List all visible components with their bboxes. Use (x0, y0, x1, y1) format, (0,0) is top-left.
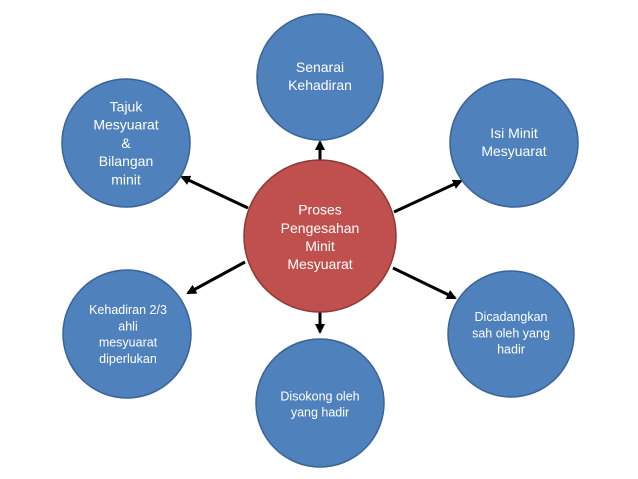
node-label-line: Isi Minit (490, 125, 538, 141)
node-label-line: Proses (298, 202, 342, 218)
node-kehadiran-2-3: Kehadiran 2/3 ahli mesyuarat diperlukan (62, 269, 192, 399)
node-label-dicadangkan-sah: Dicadangkan sah oleh yang hadir (472, 310, 550, 357)
node-label-line: Minit (305, 238, 335, 254)
node-label-line: Kehadiran 2/3 (89, 303, 167, 317)
node-label-line: & (121, 135, 131, 151)
node-label-line: Kehadiran (288, 77, 352, 93)
node-label-line: Disokong oleh (280, 389, 359, 403)
node-disokong-oleh: Disokong oleh yang hadir (255, 338, 385, 468)
arrow-to-tajuk-mesyuarat (180, 175, 249, 210)
node-label-line: minit (111, 171, 141, 187)
node-label-line: yang hadir (291, 406, 349, 420)
node-label-line: mesyuarat (99, 336, 158, 350)
arrow-to-isi-minit-mesyuarat (393, 179, 463, 214)
node-label-line: sah oleh yang (472, 326, 550, 340)
node-label-kehadiran-2-3: Kehadiran 2/3 ahli mesyuarat diperlukan (89, 303, 167, 366)
node-label-line: ahli (118, 319, 137, 333)
node-label-line: Dicadangkan (475, 310, 548, 324)
node-label-line: diperlukan (99, 352, 157, 366)
node-label-line: Pengesahan (281, 220, 360, 236)
node-label-line: Mesyuarat (481, 143, 546, 159)
node-label-line: hadir (497, 343, 525, 357)
arrow-to-kehadiran-2-3 (186, 260, 246, 295)
node-label-disokong-oleh: Disokong oleh yang hadir (280, 389, 359, 419)
node-label-line: Mesyuarat (93, 117, 158, 133)
node-label-line: Bilangan (99, 153, 154, 169)
connector-arrows (180, 140, 463, 334)
arrow-to-dicadangkan-sah (392, 266, 457, 300)
node-label-line: Mesyuarat (287, 256, 352, 272)
node-label-line: Tajuk (110, 99, 144, 115)
node-dicadangkan-sah: Dicadangkan sah oleh yang hadir (447, 270, 575, 398)
node-label-line: Senarai (296, 59, 344, 75)
